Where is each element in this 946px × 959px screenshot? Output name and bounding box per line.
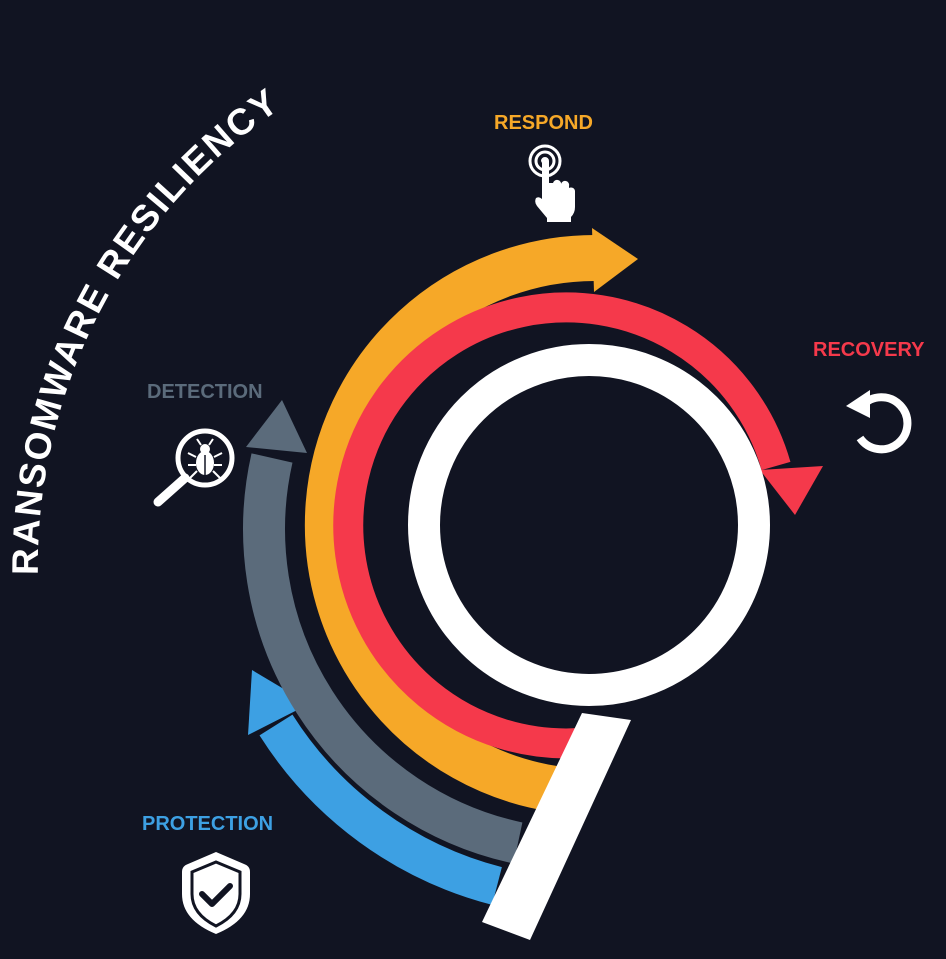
- magnifier-handle: [482, 713, 631, 940]
- detection-arrowhead-icon: [246, 400, 307, 453]
- detection-arc: [243, 400, 523, 864]
- respond-arc: [304, 228, 638, 812]
- magnifier-bug-icon: [150, 425, 236, 516]
- magnifier-lens: [408, 344, 770, 706]
- respond-arrowhead-icon: [592, 228, 638, 292]
- recovery-label: RECOVERY: [813, 339, 925, 361]
- recovery-arrowhead-icon: [760, 466, 823, 515]
- protection-arc: [248, 670, 502, 905]
- respond-label: RESPOND: [494, 112, 593, 134]
- protection-arrowhead-icon: [248, 670, 309, 735]
- protection-label: PROTECTION: [142, 813, 274, 835]
- detection-label: DETECTION: [147, 381, 263, 403]
- hand-touch-icon: [526, 140, 576, 227]
- shield-check-icon: [180, 850, 252, 941]
- recovery-arc: [333, 292, 823, 759]
- refresh-arrow-icon: [840, 380, 920, 465]
